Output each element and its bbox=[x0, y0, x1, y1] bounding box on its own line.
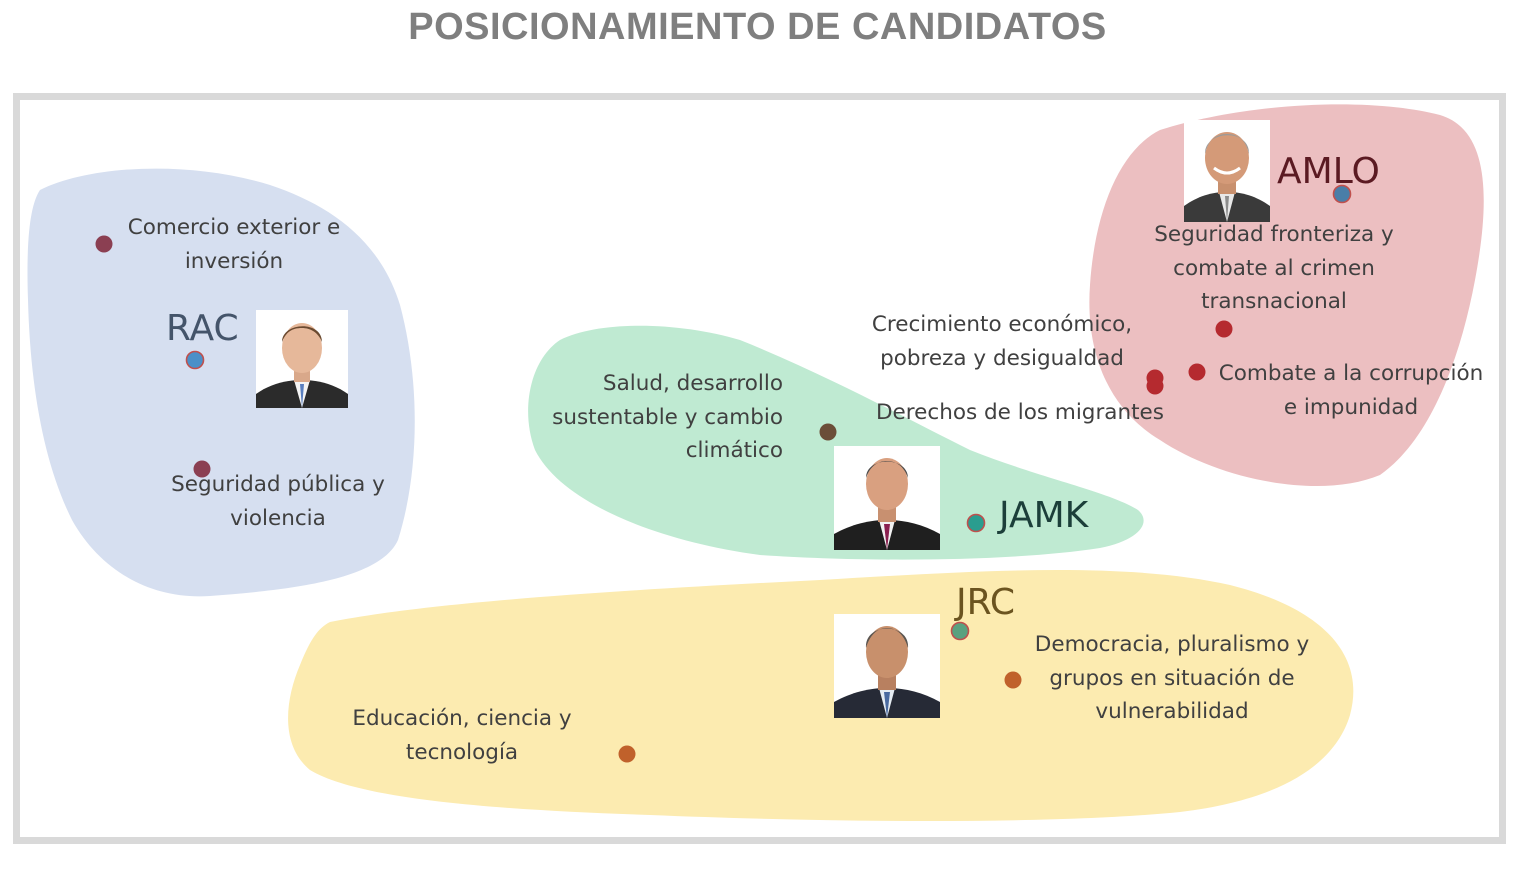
candidate-jamk: JAMK bbox=[999, 495, 1089, 536]
dot-seguridad-publica bbox=[193, 460, 211, 478]
amlo-marker bbox=[1332, 184, 1352, 204]
amlo-photo bbox=[1184, 120, 1270, 222]
candidate-jrc: JRC bbox=[956, 582, 1015, 623]
dot-salud bbox=[819, 423, 837, 441]
topic-crecimiento: Crecimiento económico,pobreza y desigual… bbox=[871, 312, 1133, 371]
diagram-frame bbox=[13, 93, 1506, 844]
region-jamk bbox=[528, 325, 1144, 560]
region-jrc bbox=[288, 569, 1354, 821]
jamk-photo bbox=[834, 446, 940, 550]
page-title: POSICIONAMIENTO DE CANDIDATOS bbox=[408, 6, 1107, 48]
jrc-marker bbox=[950, 621, 970, 641]
dot-democracia bbox=[1004, 671, 1022, 689]
dot-corrupcion bbox=[1188, 363, 1206, 381]
rac-marker bbox=[185, 350, 205, 370]
dot-comercio bbox=[95, 235, 113, 253]
topic-migrantes: Derechos de los migrantes bbox=[876, 400, 1164, 425]
candidate-amlo: AMLO bbox=[1277, 151, 1380, 192]
rac-photo bbox=[256, 310, 348, 408]
jamk-marker bbox=[966, 513, 986, 533]
dot-crecimiento-2 bbox=[1146, 377, 1164, 395]
candidate-rac: RAC bbox=[166, 308, 239, 349]
jrc-photo bbox=[834, 614, 940, 718]
dot-educacion bbox=[618, 745, 636, 763]
dot-seguridad-fronteriza bbox=[1215, 320, 1233, 338]
region-rac bbox=[27, 168, 415, 597]
